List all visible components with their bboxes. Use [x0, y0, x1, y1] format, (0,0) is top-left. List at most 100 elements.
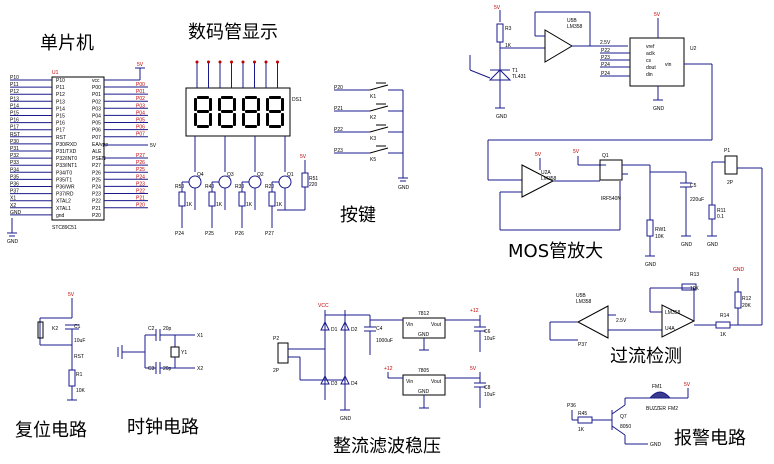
rect-c4: C4 — [376, 326, 383, 332]
mos-u2a: U2A — [541, 170, 551, 176]
mcu-inner-left: P37/RD — [56, 192, 74, 198]
key-port: P21 — [334, 106, 343, 112]
segment — [281, 113, 284, 126]
title-mos: MOS管放大 — [508, 241, 603, 262]
mcu-inner-right: P06 — [92, 128, 101, 134]
mcu-right-pins: P00P01P02P03P04P05P06P07P27P26P25P24P23P… — [104, 82, 148, 209]
segment-pin — [253, 60, 256, 64]
rect-reg2-gnd: GND — [418, 389, 430, 395]
segment — [218, 113, 221, 126]
rect-reg1-gnd: GND — [418, 332, 430, 338]
alarm-q7: Q7 — [620, 414, 627, 420]
mos-vcc: 5V — [535, 152, 542, 158]
mcu-inner-left: P35/T1 — [56, 177, 72, 183]
mcu-vcc-label: 5V — [137, 62, 144, 68]
mcu-inner-right: P05 — [92, 121, 101, 127]
segment-pin — [264, 60, 268, 64]
adc-port: P23 — [601, 55, 610, 61]
alarm-bz: BUZZER — [646, 406, 666, 412]
base-resistor-ref: R20 — [265, 184, 274, 190]
segment — [197, 125, 209, 128]
mcu-inner-right: P01 — [92, 92, 101, 98]
mcu-inner-right: P02 — [92, 99, 101, 105]
svg-text:GND: GND — [645, 262, 657, 268]
transistor-ref: Q1 — [287, 172, 294, 178]
mcu-pin-left: X1 — [10, 196, 16, 202]
segment — [257, 113, 260, 126]
mcu-inner-left: P14 — [56, 106, 65, 112]
adc-vin: vin — [665, 62, 672, 68]
mos-rw1: RW1 — [655, 227, 666, 233]
segment-pin — [195, 60, 199, 64]
transistor-ref: Q3 — [227, 172, 234, 178]
mcu-inner-right: P07 — [92, 135, 101, 141]
title-overcurrent: 过流检测 — [610, 346, 682, 367]
adc-pin-label: din — [646, 72, 653, 78]
ref-r3: R3 — [505, 26, 512, 32]
mcu-inner-left: P33/INT1 — [56, 163, 77, 169]
mcu-pin-right: P02 — [136, 96, 145, 102]
ref-amp-block: 5V R3 1K T1 TL431 GND U5B LM358 2.5V U2 … — [469, 5, 713, 181]
segment — [269, 125, 281, 128]
mcu-inner-left: P11 — [56, 85, 65, 91]
mcu-inner-left: XTAL1 — [56, 206, 71, 212]
segment — [245, 125, 257, 128]
segment-pin — [241, 60, 245, 64]
adc-port: P24 — [601, 62, 610, 68]
rect-c6: C6 — [484, 329, 491, 335]
key-ref: K5 — [370, 157, 376, 163]
overcurrent-block: U5B LM358 2.5V P37 LM358 U4A R13 10K GND… — [549, 267, 752, 348]
svg-text:GND: GND — [653, 106, 665, 112]
svg-text:2P: 2P — [727, 180, 734, 186]
mcu-pin-right: P22 — [136, 189, 145, 195]
title-clock: 时钟电路 — [127, 417, 199, 438]
segment — [257, 98, 260, 111]
mcu-pin-left: P11 — [10, 82, 19, 88]
mcu-inner-left: P15 — [56, 114, 65, 120]
segment — [194, 113, 197, 126]
base-resistor-val: 1K — [246, 202, 253, 208]
mcu-pin-right: P25 — [136, 167, 145, 173]
seven-segment-digits — [194, 96, 284, 128]
mcu-pin-left: P13 — [10, 96, 19, 102]
mcu-inner-right: P25 — [92, 177, 101, 183]
segment — [221, 125, 233, 128]
svg-text:GND: GND — [496, 114, 508, 120]
mcu-pin-left: X2 — [10, 203, 16, 209]
mos-c5-val: 220uF — [690, 197, 704, 203]
mcu-inner-left: XTAL2 — [56, 199, 71, 205]
base-resistor-ref: R30 — [235, 184, 244, 190]
oc-r13: R13 — [690, 272, 699, 278]
display-vcc: 5V — [300, 154, 307, 160]
mcu-pin-right: P21 — [136, 196, 145, 202]
adc-port: P24 — [601, 71, 610, 77]
ref-t1: T1 — [512, 68, 518, 74]
oc-r14-val: 1K — [720, 332, 727, 338]
mcu-pin-left: P37 — [10, 189, 19, 195]
display-pull-ref: R51 — [309, 176, 318, 182]
mcu-inner-left: gnd — [56, 213, 65, 219]
base-resistor-val: 1K — [186, 202, 193, 208]
mcu-pin-left: P12 — [10, 89, 19, 95]
oc-u5b: U5B — [576, 293, 586, 299]
mcu-inner-right: P00 — [92, 85, 101, 91]
mcu-inner-left: P34/T0 — [56, 170, 72, 176]
clock-c3-val: 20p — [163, 366, 172, 372]
mcu-pin-left: P35 — [10, 174, 19, 180]
mcu-pin-left: P31 — [10, 146, 19, 152]
reset-key: K2 — [52, 326, 58, 332]
mos-p1: P1 — [724, 148, 730, 154]
segment — [281, 98, 284, 111]
mos-r11: R11 — [717, 208, 726, 214]
mcu-inner-right: ALE — [92, 149, 102, 155]
oc-vref: 2.5V — [616, 318, 627, 324]
display-port: P26 — [235, 231, 244, 237]
oc-r14: R14 — [720, 313, 729, 319]
mcu-inner-right: vcc — [92, 78, 100, 84]
mcu-pin-right: P01 — [136, 89, 145, 95]
clock-x2: X2 — [197, 366, 203, 372]
ref-u5b-part: LM358 — [567, 24, 583, 30]
transistor-ref: Q4 — [197, 172, 204, 178]
